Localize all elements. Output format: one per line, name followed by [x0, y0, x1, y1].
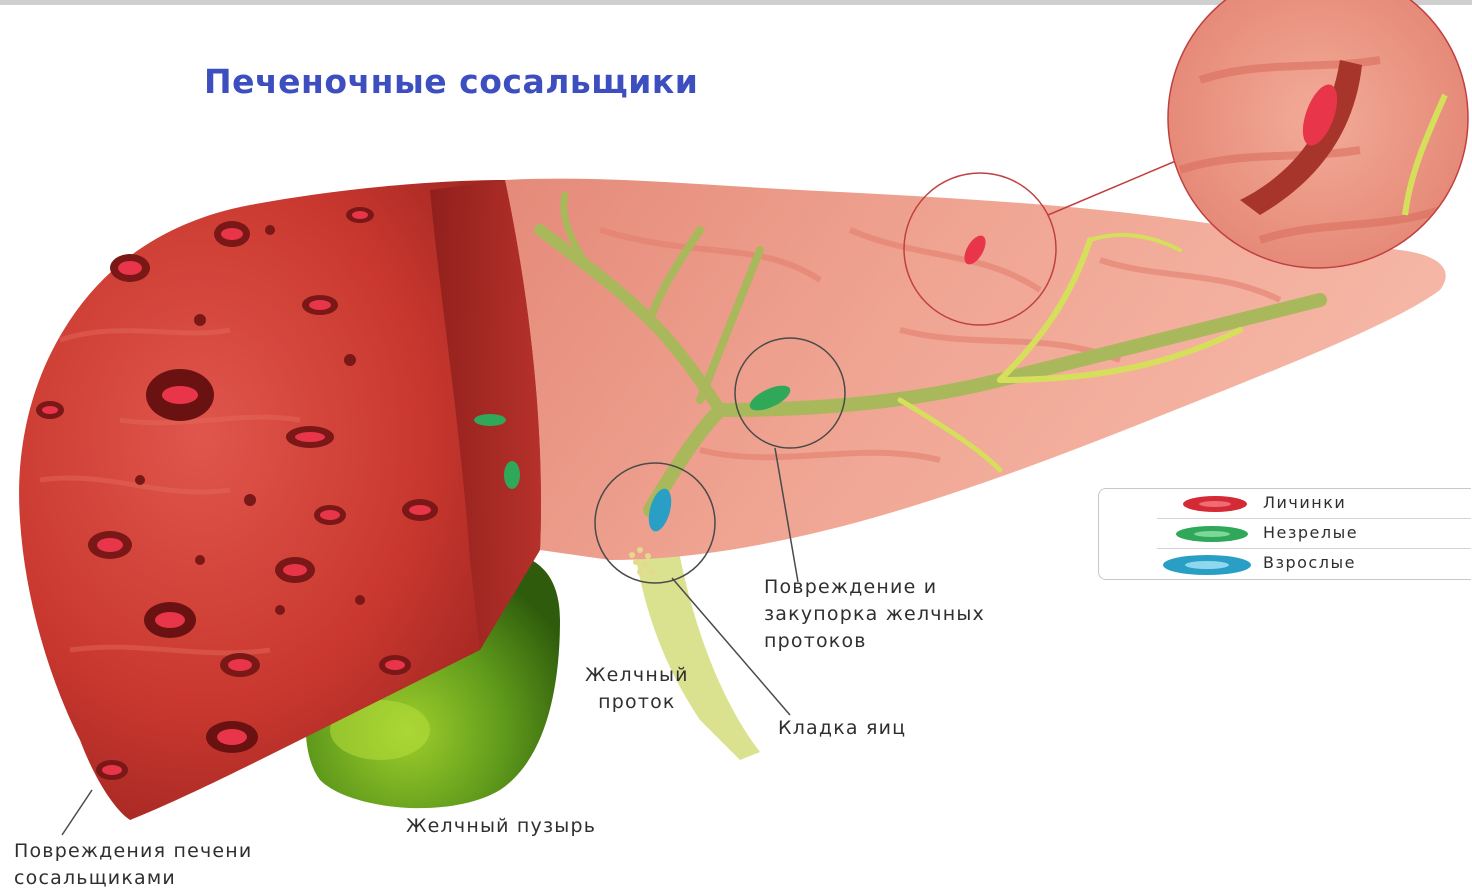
label-liver-damage: Повреждения печени сосальщиками [14, 838, 252, 892]
immature-fluke-icon [1157, 523, 1253, 545]
adult-fluke-icon [1157, 553, 1253, 577]
label-bile-duct: Желчный проток [585, 662, 689, 716]
label-egg-laying: Кладка яиц [778, 715, 906, 742]
legend-item-immature: Незрелые [1099, 519, 1471, 549]
legend-item-adult: Взрослые [1099, 549, 1471, 579]
label-gallbladder: Желчный пузырь [406, 813, 596, 840]
larva-icon [1157, 493, 1253, 515]
legend: Личинки Незрелые Взрослые [1098, 488, 1471, 580]
legend-item-larvae: Личинки [1099, 489, 1471, 519]
label-duct-damage: Повреждение и закупорка желчных протоков [764, 574, 985, 655]
page-title: Печеночные сосальщики [204, 62, 698, 101]
